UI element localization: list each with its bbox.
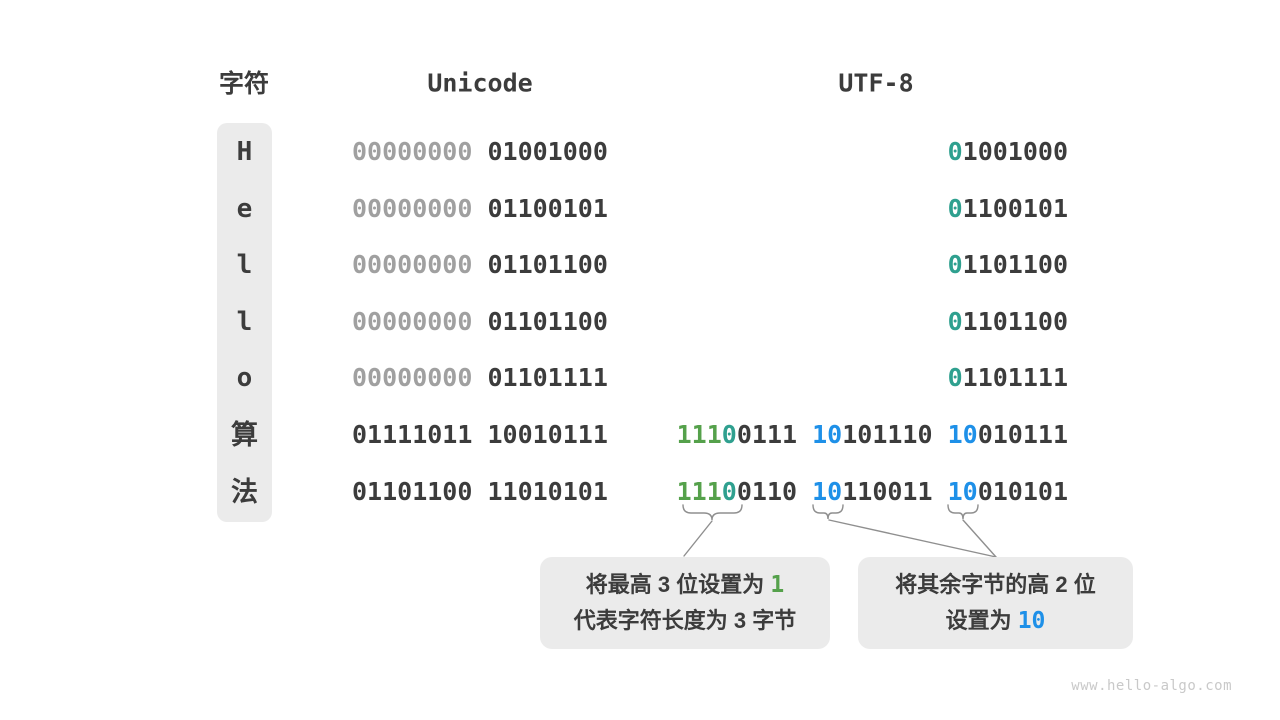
bit-segment: 0 [721,420,737,449]
callout-line: 设置为 10 [945,608,1046,634]
unicode-value: 00000000 01101100 [352,307,608,337]
bit-segment: 0 [947,250,963,280]
bit-segment: 0 [947,137,963,166]
character-cell: H [236,137,253,167]
underbrace-continuation-byte-1 [812,504,844,520]
callout-continuation-bits-text: 将其余字节的高 2 位设置为 10 [858,567,1133,639]
callout-line: 将其余字节的高 2 位 [895,572,1096,597]
bit-segment: 00000000 [352,306,473,336]
bit-segment: 10 [812,476,843,506]
callout-leading-bits-text: 将最高 3 位设置为 1 代表字符长度为 3 字节 [540,567,830,639]
bit-segment: 110011 [842,476,948,506]
bit-segment: 1100101 [962,193,1068,223]
underbrace-continuation-byte-2 [947,504,979,520]
bit-segment: 01101111 [472,363,608,393]
bit-segment: 0110 [736,476,813,506]
character-cell: 算 [231,420,258,450]
utf8-value: 01001000 [948,137,1068,167]
callout-leading-bits-rule: 将最高 3 位设置为 1 代表字符长度为 3 字节 [540,557,830,649]
bit-segment: 1101111 [962,363,1068,393]
underbrace-leading-bits [682,504,743,521]
bit-segment: 0 [947,306,963,336]
unicode-value: 00000000 01001000 [352,137,608,167]
character-column-background [217,123,272,522]
bit-segment: 0 [721,476,737,506]
connector-line-continuation-2 [962,519,997,558]
bit-segment: 01001000 [472,137,608,166]
bit-segment: 01100101 [472,193,608,223]
bit-segment: 111 [676,476,722,506]
utf8-value: 01101111 [948,363,1068,393]
character-cell: e [236,193,253,224]
bit-segment: 01111011 10010111 [352,420,608,449]
connector-line-continuation-1 [828,519,997,558]
unicode-value: 01101100 11010101 [352,477,608,507]
unicode-value: 01111011 10010111 [352,420,608,450]
character-cell: l [236,306,253,337]
unicode-value: 00000000 01101100 [352,250,608,280]
bit-segment: 00000000 [352,363,473,393]
header-utf8-column: UTF-8 [838,68,914,98]
bit-segment: 0111 [736,420,813,449]
bit-segment: 10 [947,476,978,506]
bit-segment: 0 [947,193,963,223]
utf8-value: 11100111 10101110 10010111 [677,420,1068,450]
bit-segment: 00000000 [352,193,473,223]
character-cell: 法 [231,476,258,507]
bit-segment: 1001000 [962,137,1068,166]
bit-segment: 010101 [977,476,1068,506]
utf8-value: 01100101 [948,194,1068,224]
callout-line: 将最高 3 位设置为 1 [585,572,785,598]
bit-segment: 1101100 [962,250,1068,280]
callout-line: 代表字符长度为 3 字节 [573,608,797,633]
watermark: www.hello-algo.com [1071,678,1232,694]
unicode-value: 00000000 01100101 [352,194,608,224]
bit-segment: 01101100 11010101 [352,476,608,506]
bit-segment: 10 [947,420,978,449]
bit-segment: 010111 [977,420,1068,449]
bit-segment: 00000000 [352,137,473,166]
utf8-value: 11100110 10110011 10010101 [677,477,1068,507]
bit-segment: 1101100 [962,306,1068,336]
bit-segment: 0 [947,363,963,393]
character-cell: l [236,250,253,281]
header-unicode-column: Unicode [427,68,533,98]
character-cell: o [236,363,253,394]
bit-segment: 00000000 [352,250,473,280]
utf8-value: 01101100 [948,307,1068,337]
bit-segment: 111 [676,420,722,449]
header-character-column: 字符 [218,70,270,98]
bit-segment: 10 [812,420,843,449]
unicode-value: 00000000 01101111 [352,363,608,393]
bit-segment: 01101100 [472,306,608,336]
utf8-value: 01101100 [948,250,1068,280]
bit-segment: 101110 [842,420,948,449]
callout-continuation-bits-rule: 将其余字节的高 2 位设置为 10 [858,557,1133,649]
connector-line-leading-bits [683,520,713,557]
bit-segment: 01101100 [472,250,608,280]
